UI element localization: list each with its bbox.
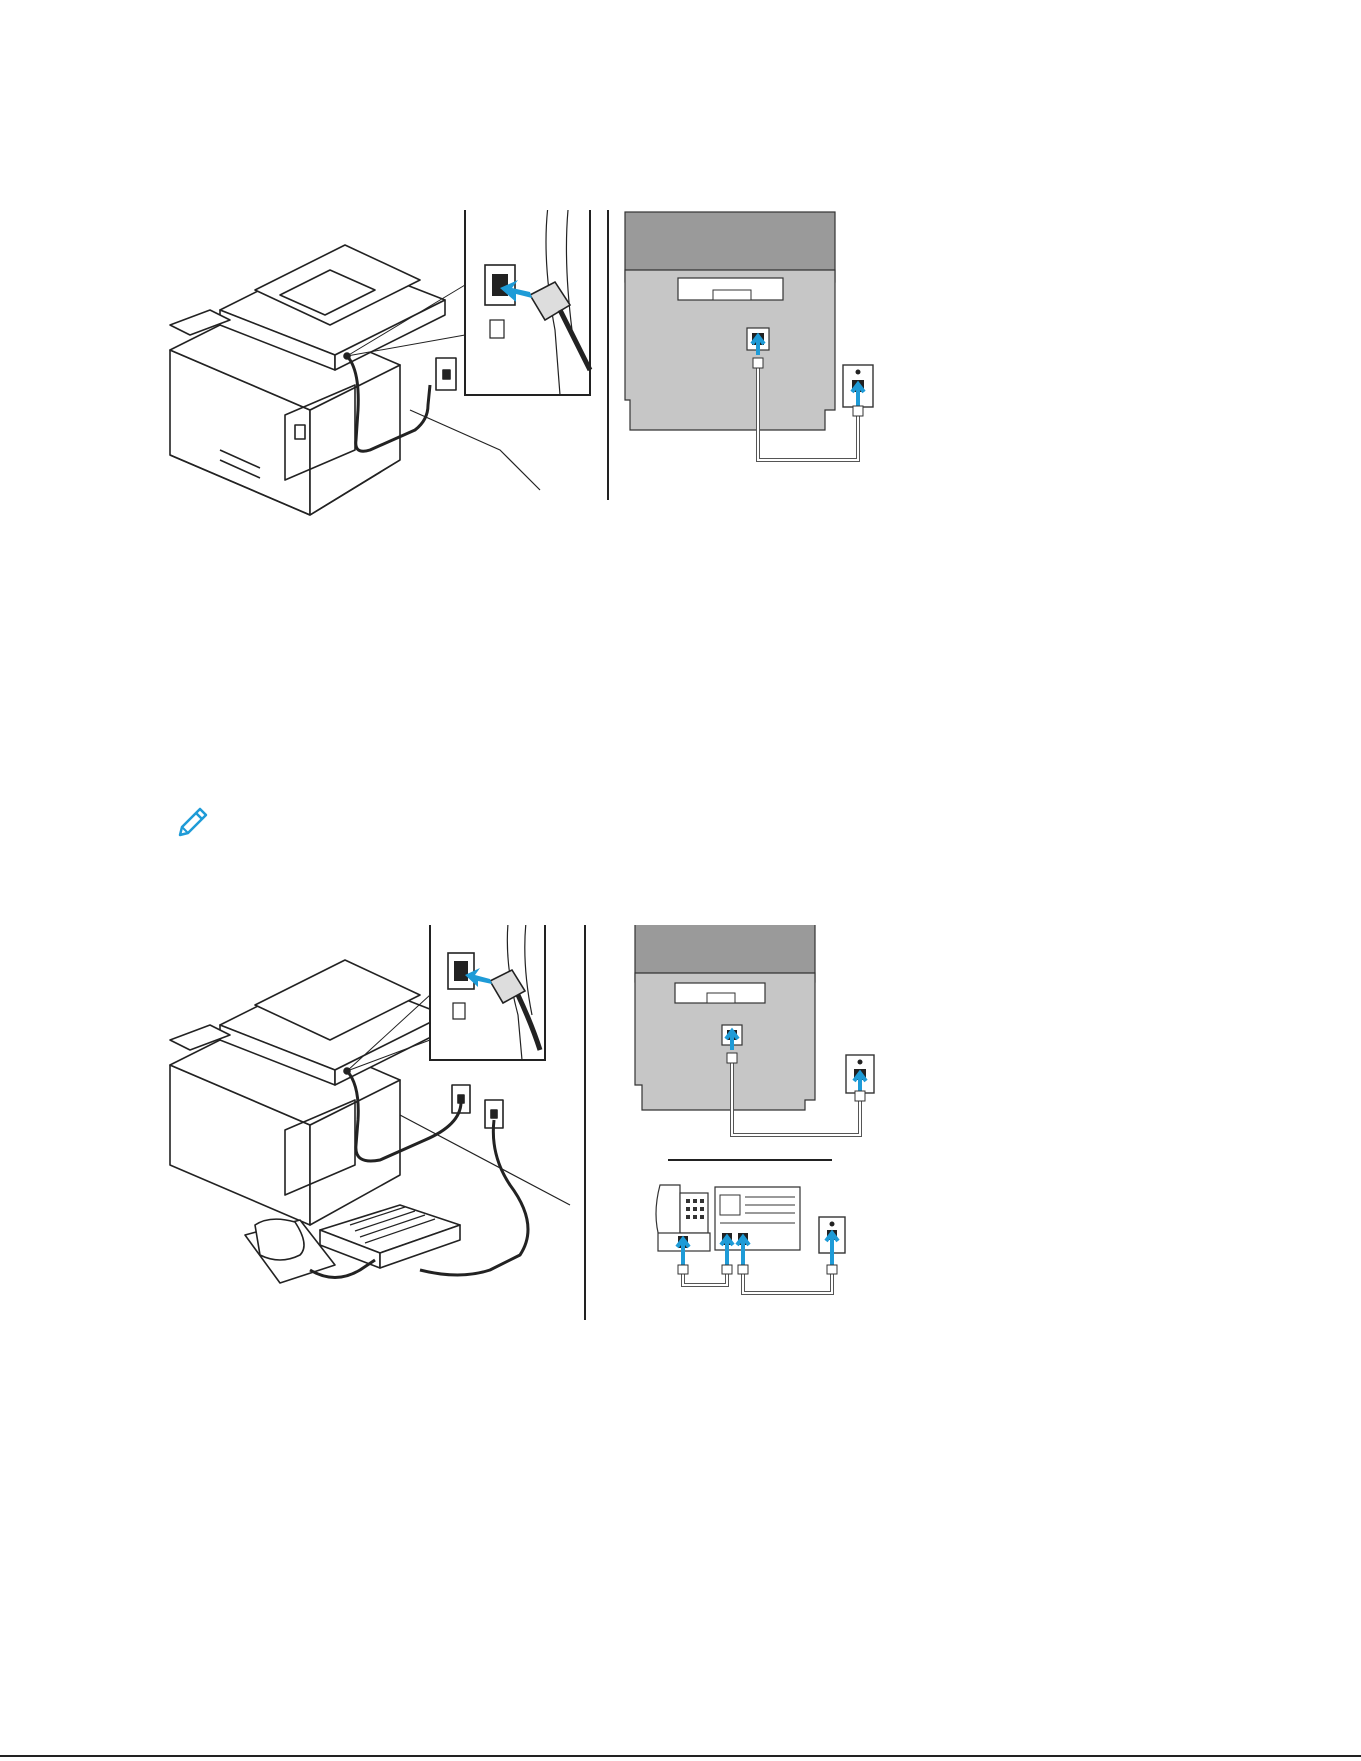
port-closeup-inset — [465, 210, 590, 395]
printer-rear-schematic — [635, 925, 874, 1135]
answering-machine-schematic — [656, 1185, 845, 1293]
port-closeup-inset — [430, 925, 545, 1060]
figure-1 — [160, 210, 980, 520]
pencil-note-icon — [176, 805, 210, 839]
page-footer-rule — [0, 1755, 1361, 1757]
printer-rear-schematic — [625, 212, 873, 460]
figure-2 — [160, 925, 1000, 1330]
